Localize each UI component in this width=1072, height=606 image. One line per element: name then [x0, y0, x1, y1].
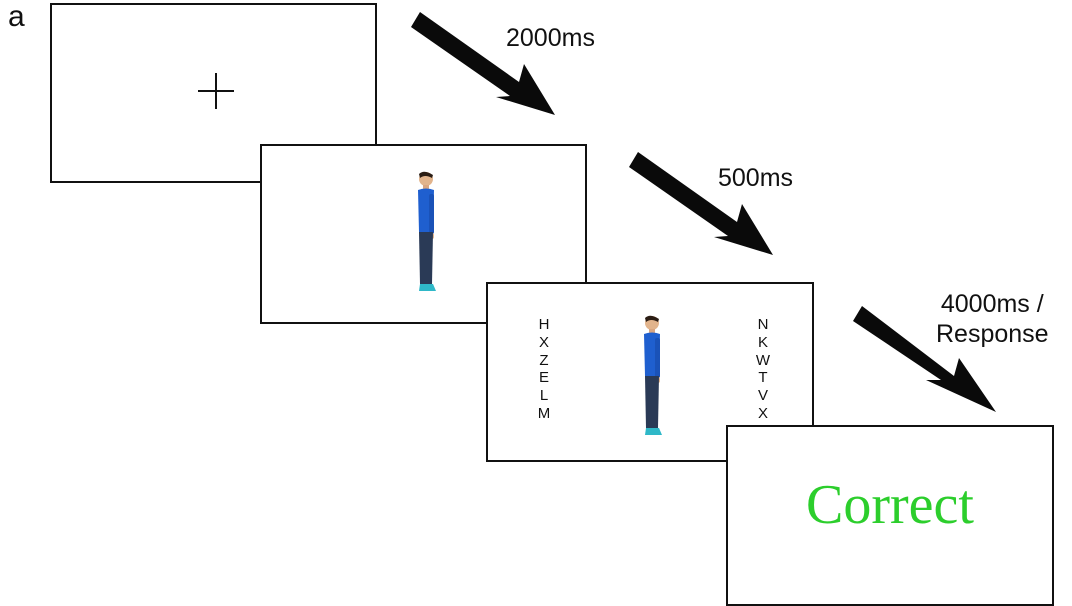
letter: M — [537, 404, 551, 422]
arrow-2 — [629, 152, 773, 255]
arrow-1 — [411, 12, 555, 115]
letter: Z — [539, 351, 549, 369]
letter: X — [538, 333, 549, 351]
letter: L — [539, 387, 549, 405]
timing-label: 4000ms / Response — [936, 290, 1049, 349]
letter: W — [755, 351, 771, 369]
arrow-3 — [853, 306, 996, 412]
letter: K — [757, 333, 768, 351]
letter: X — [757, 404, 768, 422]
standing-person-icon — [644, 315, 662, 435]
timing-label-line: Response — [936, 319, 1049, 348]
feedback-text: Correct — [806, 474, 974, 536]
panel-label: a — [8, 0, 25, 33]
letter: V — [757, 387, 768, 405]
timing-label: 500ms — [718, 164, 794, 192]
letter: H — [538, 316, 550, 333]
letter: E — [538, 369, 549, 387]
timing-label: 2000ms — [506, 24, 595, 52]
timing-label-line: 4000ms / — [940, 290, 1044, 318]
left-letter-column: H X Z E L M — [532, 316, 556, 423]
letter: N — [757, 316, 769, 333]
right-letter-column: N K W T V X — [751, 316, 775, 423]
feedback-screen: Correct — [726, 425, 1054, 606]
standing-person-icon — [418, 171, 436, 291]
letter: T — [758, 369, 768, 387]
fixation-cross-icon — [198, 73, 234, 109]
